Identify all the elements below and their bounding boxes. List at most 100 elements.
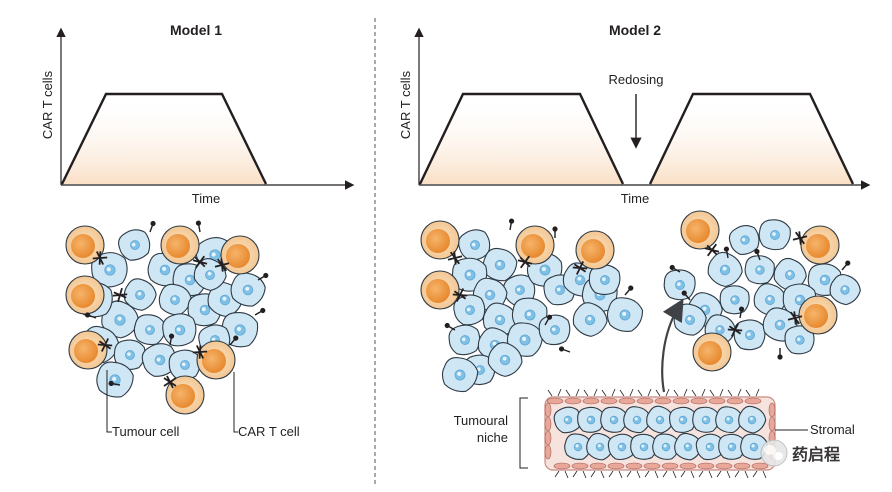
car-antigen-synapse <box>787 311 803 325</box>
model2-curve2-area <box>650 94 853 184</box>
car-receptor <box>552 226 558 238</box>
car-receptor <box>669 264 681 273</box>
car-receptor <box>738 306 745 319</box>
stromal-cell <box>733 462 751 470</box>
tumour-cell <box>503 274 536 306</box>
model2-x-axis-label: Time <box>621 191 649 206</box>
tumour-cell <box>158 283 192 316</box>
car-t-cell <box>160 225 200 265</box>
tumour-cell <box>606 297 644 332</box>
car-t-cell <box>220 235 260 275</box>
tumour-cell <box>588 264 621 296</box>
car-t-cell <box>575 230 615 270</box>
stromal-cell <box>661 462 679 470</box>
tumour-cell <box>487 341 523 377</box>
stromal-cell <box>708 397 726 405</box>
car-antigen-synapse <box>447 251 463 265</box>
stromal-cell <box>571 462 589 470</box>
model1-y-axis-label: CAR T cells <box>40 70 55 139</box>
redosing-label: Redosing <box>609 72 664 87</box>
tumour-cell <box>718 433 746 460</box>
stromal-cell <box>589 462 607 470</box>
car-antigen-synapse <box>572 261 588 275</box>
stromal-cell <box>636 397 654 405</box>
car-antigen-synapse <box>214 258 230 272</box>
car-antigen-synapse <box>112 287 128 303</box>
car-t-cell <box>515 225 555 265</box>
tumour-cell <box>758 219 791 251</box>
tumour-cell <box>572 302 608 337</box>
car-antigen-synapse <box>517 255 533 269</box>
car-receptor <box>508 218 515 231</box>
watermark: 药启程 <box>760 439 840 467</box>
model1-curve-area <box>62 94 266 184</box>
car-t-cell <box>692 332 732 372</box>
model2-car-t-curve-first-dose <box>418 92 625 185</box>
tumour-cell <box>141 343 177 377</box>
car-receptor <box>723 246 730 259</box>
stromal-cell <box>726 397 744 405</box>
car-receptor <box>84 312 97 319</box>
model1-x-axis-label: Time <box>192 191 220 206</box>
tumour-cell <box>101 300 140 339</box>
tumour-cell <box>646 405 675 434</box>
stromal-cell <box>544 430 552 446</box>
car-receptor <box>168 333 175 346</box>
tumour-cell <box>744 255 775 285</box>
tumour-cell <box>784 325 815 355</box>
car-receptor <box>444 322 456 331</box>
stromal-cell <box>672 397 690 405</box>
tumour-cell <box>448 324 481 356</box>
stromal-cell <box>643 462 661 470</box>
tumour-cell-leader <box>106 370 112 433</box>
stromal-cell <box>544 416 552 432</box>
car-antigen-synapse <box>192 345 208 359</box>
car-receptor <box>754 248 761 261</box>
tumour-cell <box>600 406 628 433</box>
tumour-cell <box>482 247 518 282</box>
tumour-cell <box>623 406 652 434</box>
stromal-cell <box>546 397 564 405</box>
stromal-cell <box>654 397 672 405</box>
car-t-cell <box>680 210 720 250</box>
car-t-cell <box>798 295 838 335</box>
car-antigen-synapse <box>163 375 177 389</box>
watermark-text: 药启程 <box>792 445 840 464</box>
car-receptor <box>257 272 269 281</box>
tumour-cell <box>753 283 787 316</box>
model2-car-t-curve-redose <box>648 92 855 185</box>
tumour-cell <box>133 314 166 346</box>
car-receptor <box>108 380 121 387</box>
model2-curve1-area <box>420 94 623 184</box>
tumoural-niche <box>544 388 776 479</box>
car-receptor <box>229 335 239 346</box>
niche-bracket <box>519 397 528 469</box>
tumour-cell <box>674 432 703 461</box>
car-antigen-synapse <box>727 323 743 337</box>
tumour-cell <box>118 229 151 261</box>
tumour-cell <box>829 274 861 306</box>
car-t-cell-leader <box>233 372 238 433</box>
stromal-cell <box>625 462 643 470</box>
car-t-cell <box>800 225 840 265</box>
stromal-cell <box>690 397 708 405</box>
tumour-cell-label: Tumour cell <box>112 424 180 439</box>
niche-label-line1: Tumoural <box>454 413 509 428</box>
model1-title: Model 1 <box>170 22 222 38</box>
stromal-cell <box>544 402 552 418</box>
model2-tumour-cluster-left <box>420 218 644 393</box>
car-t-cell <box>65 225 105 265</box>
tumour-cell <box>719 285 750 315</box>
stromal-cell <box>768 402 776 418</box>
niche-to-relapse-arrow <box>661 298 684 393</box>
car-receptor <box>254 307 266 316</box>
car-antigen-synapse <box>92 251 108 265</box>
car-receptor <box>624 285 634 296</box>
tumour-cell <box>441 357 479 393</box>
model2-title: Model 2 <box>609 22 661 38</box>
stromal-cell <box>715 462 733 470</box>
niche-label-line2: niche <box>477 430 508 445</box>
tumour-cell <box>738 405 767 434</box>
stromal-cell <box>679 462 697 470</box>
